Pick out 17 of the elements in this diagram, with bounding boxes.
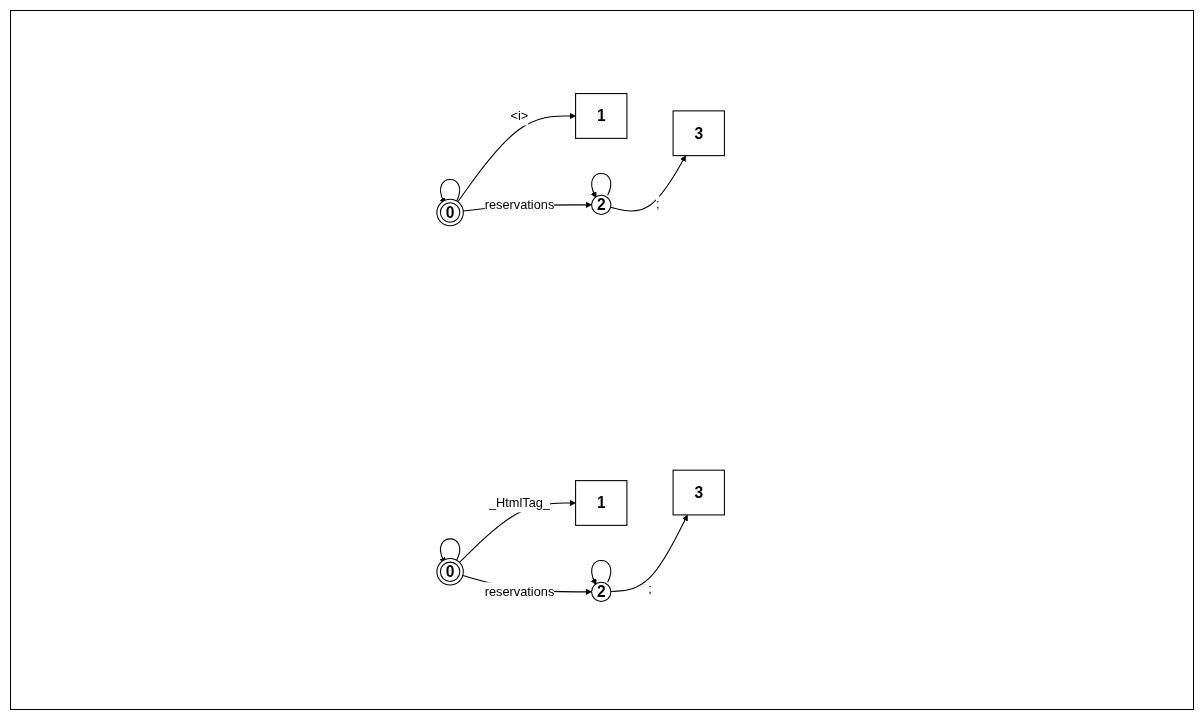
edge-label: reservations (484, 197, 555, 212)
edge-label: ; (655, 196, 660, 211)
arrow (457, 112, 576, 203)
node-circle: 2 (591, 581, 612, 603)
node-circle: 2 (591, 194, 612, 216)
node-box: 3 (672, 110, 725, 157)
arrow (590, 559, 612, 586)
arrow (610, 514, 688, 592)
edge-label: ; (648, 582, 652, 597)
node-box: 1 (575, 480, 628, 526)
arrow (590, 172, 612, 199)
arrow (610, 155, 687, 212)
edge-label: <i> (510, 108, 529, 123)
edge-label: reservations (484, 584, 555, 599)
node-box: 3 (672, 469, 725, 516)
node-box: 1 (575, 93, 628, 139)
edge-label: _HtmlTag_ (488, 495, 551, 510)
